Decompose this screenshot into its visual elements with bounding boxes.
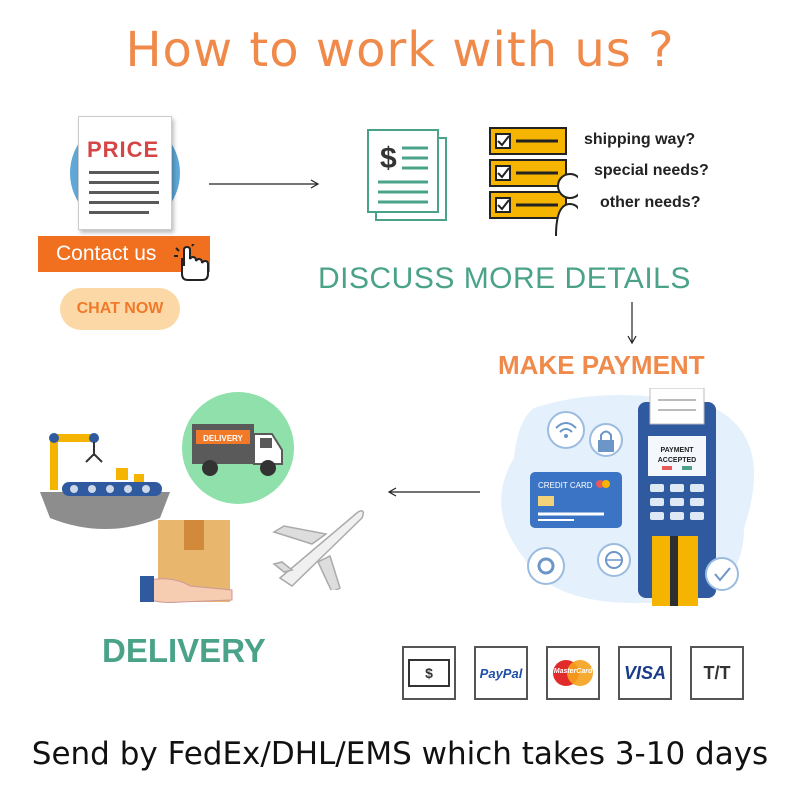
truck-label: DELIVERY — [203, 434, 243, 443]
payment-terminal-illustration: PAYMENT ACCEPTED CREDIT CARD — [501, 388, 754, 606]
credit-card-label: CREDIT CARD — [538, 481, 593, 490]
price-document-icon: PRICE — [78, 116, 172, 230]
arrow-down-icon — [627, 302, 637, 345]
pointer-hand-icon — [174, 244, 209, 281]
shipping-note: Send by FedEx/DHL/EMS which takes 3-10 d… — [31, 736, 769, 772]
terminal-screen-line1: PAYMENT — [660, 447, 694, 454]
question-other: other needs? — [600, 194, 701, 211]
page-title: How to work with us ? — [125, 22, 675, 78]
discuss-details-label: DISCUSS MORE DETAILS — [318, 262, 691, 295]
airplane-icon — [272, 510, 365, 590]
tt-method-icon: T/T — [690, 646, 744, 700]
quote-document-icon: $ — [367, 129, 447, 221]
visa-method-icon: VISA — [618, 646, 672, 700]
delivery-truck-icon: DELIVERY — [182, 392, 294, 504]
delivery-label: DELIVERY — [102, 632, 266, 669]
chat-now-button[interactable]: CHAT NOW — [60, 288, 180, 330]
price-label: PRICE — [87, 137, 160, 162]
factory-conveyor-icon — [40, 433, 170, 529]
checklist-agent-icon — [489, 127, 578, 237]
arrow-left-icon — [387, 487, 480, 497]
arrow-right-icon — [209, 179, 320, 189]
svg-text:$: $ — [380, 142, 397, 175]
package-hand-icon — [140, 520, 233, 603]
paypal-method-icon: PayPal — [474, 646, 528, 700]
mastercard-method-icon: MasterCard — [546, 646, 600, 700]
question-special: special needs? — [594, 162, 709, 179]
make-payment-label: MAKE PAYMENT — [498, 350, 705, 380]
question-shipping: shipping way? — [584, 131, 696, 148]
terminal-screen-line2: ACCEPTED — [658, 457, 697, 464]
cash-method-icon: $ — [402, 646, 456, 700]
